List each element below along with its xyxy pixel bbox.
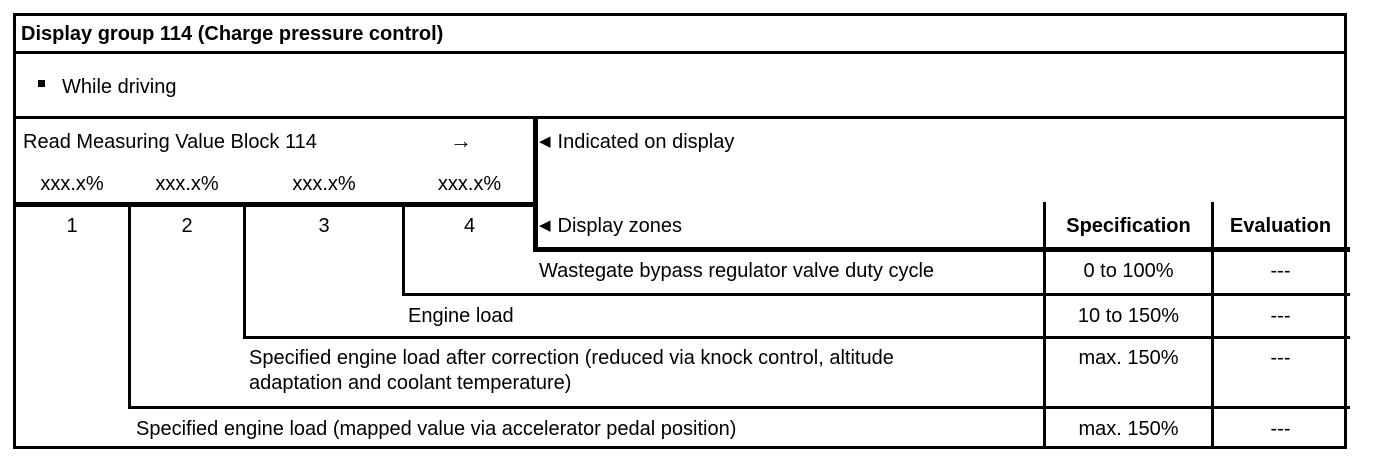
display-group-title: Display group 114 (Charge pressure contr… bbox=[21, 23, 444, 45]
bullet-icon bbox=[38, 80, 45, 87]
row-description-load-after-correction: Specified engine load after correction (… bbox=[249, 346, 1049, 396]
row-specification: max. 150% bbox=[1078, 418, 1179, 440]
zone-number-2: 2 bbox=[181, 215, 193, 237]
table-outer-border bbox=[13, 13, 1347, 449]
indicated-on-display-text: Indicated on display bbox=[557, 131, 735, 153]
row-description-engine-load: Engine load bbox=[408, 305, 514, 327]
triangle-left-icon: ◀ bbox=[539, 217, 551, 234]
zone1-zone2-divider bbox=[128, 202, 131, 409]
row-description-wastegate: Wastegate bypass regulator valve duty cy… bbox=[539, 260, 935, 282]
zone-number-4: 4 bbox=[463, 215, 476, 237]
row-specification: 10 to 150% bbox=[1077, 305, 1180, 327]
description-line-1: Specified engine load after correction (… bbox=[249, 347, 894, 369]
zone2-zone3-divider bbox=[243, 202, 246, 339]
display-value-4: xxx.x% bbox=[437, 173, 502, 195]
row-evaluation: --- bbox=[1270, 347, 1291, 369]
evaluation-column-header: Evaluation bbox=[1229, 215, 1332, 237]
indicated-on-display-note: ◀ Indicated on display bbox=[539, 131, 734, 155]
condition-text: While driving bbox=[62, 76, 177, 98]
row-description-load-mapped: Specified engine load (mapped value via … bbox=[136, 418, 737, 440]
triangle-left-icon: ◀ bbox=[539, 133, 551, 150]
row-evaluation: --- bbox=[1270, 260, 1291, 282]
read-block-bottom-line bbox=[13, 202, 538, 207]
condition-row-divider bbox=[13, 116, 1347, 119]
read-block-right-divider bbox=[533, 116, 538, 252]
display-value-3: xxx.x% bbox=[292, 173, 356, 195]
row-wastegate-bottom-line bbox=[402, 293, 1350, 296]
arrow-right-icon: → bbox=[450, 128, 472, 153]
zone-number-1: 1 bbox=[66, 215, 78, 237]
zone3-zone4-divider bbox=[402, 202, 405, 296]
row-engine-load-bottom-line bbox=[243, 336, 1350, 339]
row-evaluation: --- bbox=[1270, 305, 1291, 327]
display-zones-text: Display zones bbox=[557, 215, 683, 237]
description-line-2: adaptation and coolant temperature) bbox=[249, 372, 572, 394]
display-zones-note: ◀ Display zones bbox=[539, 215, 682, 239]
zones-header-bottom-line bbox=[534, 247, 1350, 252]
display-value-1: xxx.x% bbox=[40, 173, 104, 195]
zone-number-3: 3 bbox=[318, 215, 330, 237]
header-row-divider bbox=[13, 51, 1347, 54]
specification-column-divider bbox=[1043, 202, 1046, 449]
row-correction-bottom-line bbox=[128, 406, 1350, 409]
specification-column-header: Specification bbox=[1066, 215, 1191, 237]
read-block-label: Read Measuring Value Block 114 bbox=[23, 131, 317, 153]
display-value-2: xxx.x% bbox=[155, 173, 219, 195]
row-specification: 0 to 100% bbox=[1083, 260, 1174, 282]
row-evaluation: --- bbox=[1270, 418, 1291, 440]
row-specification: max. 150% bbox=[1078, 347, 1179, 369]
evaluation-column-divider bbox=[1211, 202, 1214, 449]
